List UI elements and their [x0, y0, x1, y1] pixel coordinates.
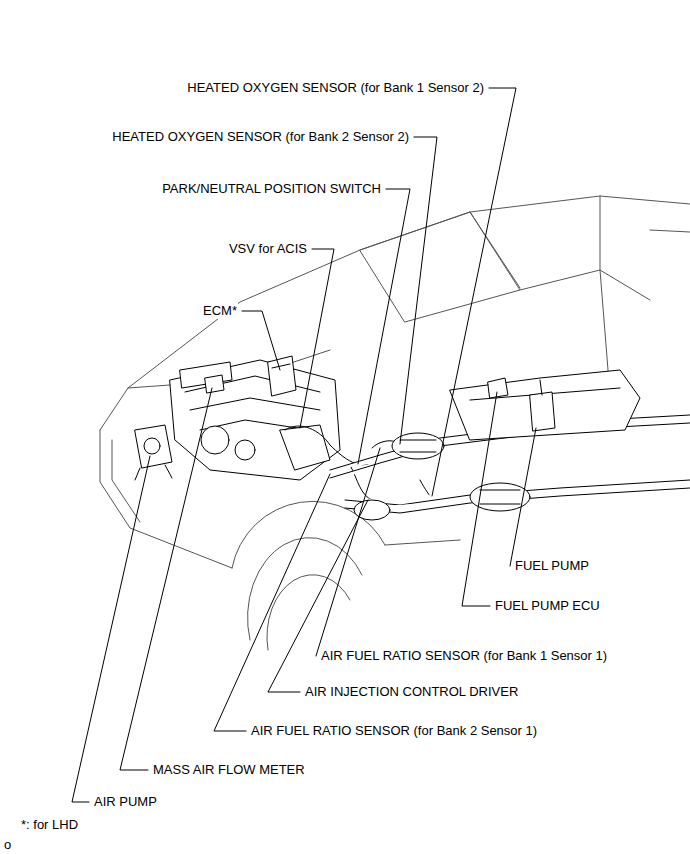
- part-label: AIR INJECTION CONTROL DRIVER: [304, 684, 519, 700]
- part-label: FUEL PUMP ECU: [494, 598, 601, 614]
- part-label: HEATED OXYGEN SENSOR (for Bank 2 Sensor …: [111, 129, 410, 145]
- front-wheel: [248, 538, 362, 650]
- vehicle-body: [100, 196, 690, 568]
- part-label: FUEL PUMP: [514, 558, 590, 574]
- air-pump: [135, 425, 172, 480]
- part-label: AIR FUEL RATIO SENSOR (for Bank 2 Sensor…: [250, 723, 538, 739]
- part-label: ECM*: [202, 303, 238, 319]
- fuel-tank: [450, 370, 640, 440]
- part-label: MASS AIR FLOW METER: [152, 762, 306, 778]
- figure-mark: o: [3, 837, 12, 853]
- ecm-unit: [268, 356, 296, 396]
- part-label: PARK/NEUTRAL POSITION SWITCH: [161, 181, 382, 197]
- leader-lines: [72, 88, 536, 802]
- part-label: VSV for ACIS: [228, 241, 308, 257]
- engine: [170, 360, 340, 480]
- mass-air-flow-meter: [205, 375, 224, 393]
- part-label: AIR PUMP: [93, 794, 158, 810]
- footnote: *: for LHD: [20, 817, 79, 833]
- part-label: HEATED OXYGEN SENSOR (for Bank 1 Sensor …: [186, 80, 485, 96]
- part-label: AIR FUEL RATIO SENSOR (for Bank 1 Sensor…: [320, 648, 608, 664]
